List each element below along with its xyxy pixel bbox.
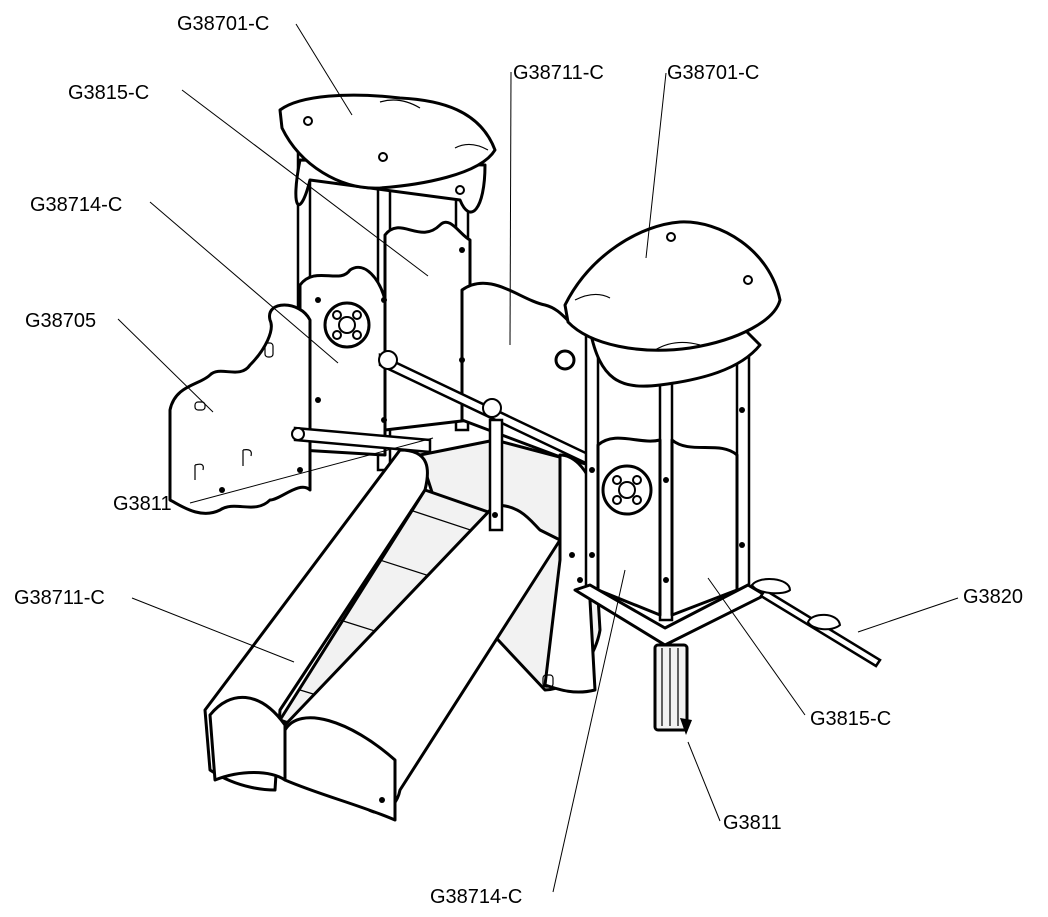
ground-post — [653, 643, 689, 732]
hardware-dots — [219, 247, 745, 803]
slide-lip-right — [283, 716, 397, 822]
steering-wheel-right — [806, 613, 842, 631]
steering-wheel-left — [750, 578, 792, 595]
post-right-right — [735, 343, 751, 592]
post-right-left — [584, 333, 600, 592]
label-post-bottom-left: G3811 — [113, 493, 172, 515]
slide-post — [488, 418, 504, 532]
side-panel-left — [298, 266, 387, 457]
label-post-bottom-right: G3811 — [723, 812, 782, 834]
leader-lines — [117, 23, 959, 893]
label-side-panel-front: G38714-C — [430, 886, 522, 908]
label-side-panel-left: G38714-C — [30, 194, 122, 216]
part-labels: G38701-C G3815-C G38711-C G38701-C G3871… — [14, 13, 1023, 908]
label-roof-top-left: G38701-C — [177, 13, 269, 35]
label-roof-right: G38701-C — [667, 62, 759, 84]
label-panel-front-right: G3815-C — [810, 708, 891, 730]
playground-structure — [168, 93, 882, 822]
climb-panel — [168, 303, 312, 515]
label-slide: G38711-C — [14, 587, 105, 609]
label-steering-wheel: G3820 — [963, 586, 1023, 608]
label-panel-bridge-top: G38711-C — [513, 62, 604, 84]
label-climb-panel: G38705 — [25, 310, 96, 332]
panel-front-right-b — [670, 438, 739, 617]
arrow-head — [680, 718, 692, 735]
roof-left — [278, 93, 497, 190]
roof-right — [563, 220, 782, 352]
label-panel-back-left: G3815-C — [68, 82, 149, 104]
slide-lip-left — [208, 695, 287, 782]
